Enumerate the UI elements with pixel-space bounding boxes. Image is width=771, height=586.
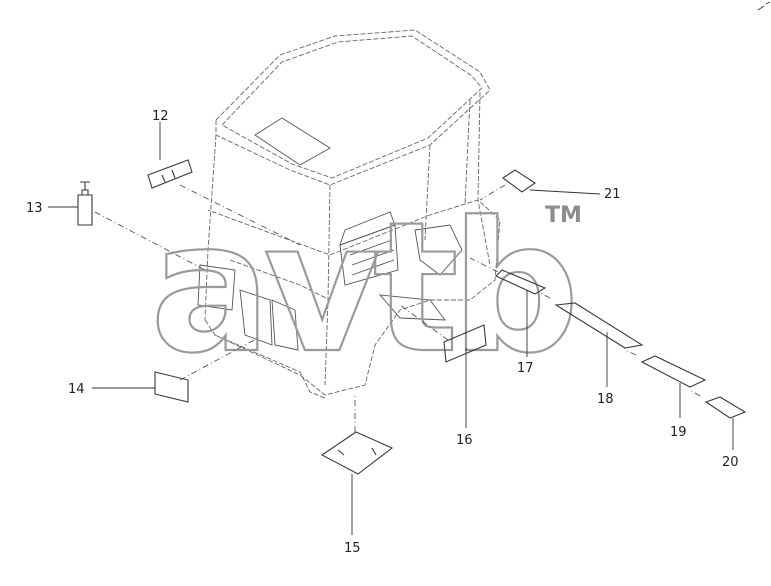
part-15: 15: [320, 395, 394, 556]
watermark-trademark: TM: [545, 203, 582, 228]
watermark: avtb TM: [149, 183, 582, 394]
part-12: 12: [147, 109, 301, 246]
part-18: 18: [537, 291, 644, 407]
part-19: 19: [624, 349, 707, 440]
callout-12: 12: [152, 109, 169, 124]
callout-21: 21: [604, 187, 621, 202]
callout-20: 20: [722, 455, 739, 470]
corner-mark: [757, 1, 771, 11]
watermark-letters: avtb: [150, 184, 572, 393]
part-21: 21: [479, 169, 621, 202]
callout-17: 17: [517, 361, 534, 376]
callout-19: 19: [670, 425, 687, 440]
callout-15: 15: [344, 541, 361, 556]
callout-14: 14: [68, 382, 85, 397]
callout-13: 13: [26, 201, 43, 216]
cab-assembly: [197, 29, 501, 399]
callout-18: 18: [597, 392, 614, 407]
part-14: 14: [68, 337, 259, 403]
part-17: 17: [469, 257, 547, 376]
callout-16: 16: [456, 433, 473, 448]
part-20: 20: [689, 389, 747, 470]
part-16: 16: [399, 304, 487, 448]
part-13: 13: [26, 181, 206, 271]
